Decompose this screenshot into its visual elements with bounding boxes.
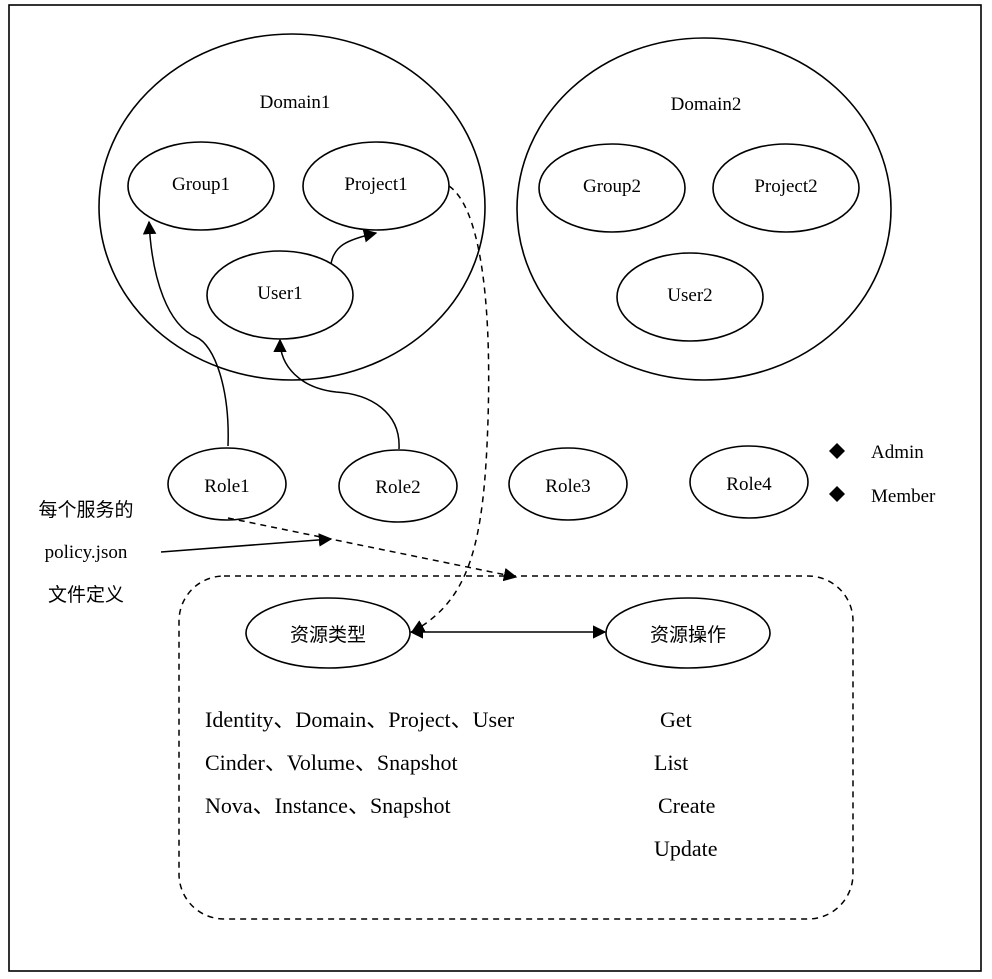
policy-note-line2: policy.json [45,542,128,563]
domain2: Domain2 Group2 Project2 User2 [516,37,892,381]
edge-note-to-policy [160,533,333,553]
group2-node [538,143,686,233]
resource-types-line3: Nova、Instance、Snapshot [205,793,451,818]
role4-node [689,445,809,519]
action-create: Create [658,793,715,818]
resource-action-label: 资源操作 [650,624,726,646]
policy-note-line1: 每个服务的 [38,499,133,521]
project2-node [712,143,860,233]
member-bullet-icon [829,486,845,502]
action-list: List [654,750,688,775]
project2-label: Project2 [754,176,817,197]
resource-type-label: 资源类型 [290,624,366,646]
resource-types-line2: Cinder、Volume、Snapshot [205,750,458,775]
legend-admin: Admin [871,442,924,463]
edge-role2-to-user1 [273,338,400,450]
role1-node [167,447,287,521]
policy-note-line3: 文件定义 [48,584,124,606]
action-update: Update [654,836,718,861]
role1-label: Role1 [204,476,249,497]
legend-member: Member [871,486,936,507]
group2-label: Group2 [583,176,641,197]
outer-frame [8,4,982,972]
group1-node [127,141,275,231]
user1-label: User1 [257,283,302,304]
edge-user1-to-project1 [330,229,378,265]
user2-label: User2 [667,285,712,306]
domain2-ellipse [516,37,892,381]
policy-box [178,575,854,920]
project1-label: Project1 [344,174,407,195]
edge-project1-to-resource-type [410,185,490,633]
role4-label: Role4 [726,474,772,495]
role3-node [508,447,628,521]
group1-label: Group1 [172,174,230,195]
admin-bullet-icon [829,443,845,459]
action-get: Get [660,707,692,732]
domain1-label: Domain1 [260,92,331,113]
edge-role1-to-group1 [142,220,229,447]
domain1: Domain1 Group1 Project1 User1 [98,33,486,381]
role2-node [338,449,458,523]
edge-role1-to-policy [227,517,518,582]
user2-node [616,252,764,342]
role2-label: Role2 [375,477,420,498]
domain2-label: Domain2 [671,94,742,115]
role3-label: Role3 [545,476,590,497]
resource-types-line1: Identity、Domain、Project、User [205,707,515,732]
domain1-ellipse [98,33,486,381]
